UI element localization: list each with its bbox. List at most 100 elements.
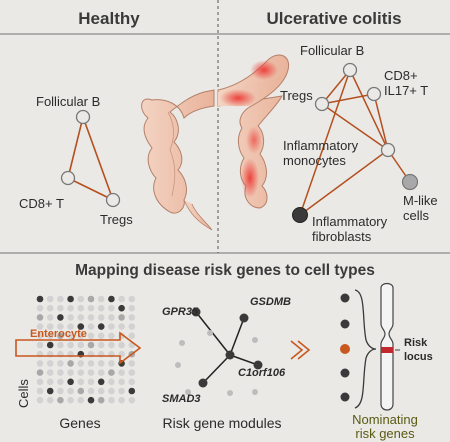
matrix-dot — [57, 396, 64, 404]
matrix-dot — [128, 378, 136, 386]
matrix-dot — [77, 323, 85, 330]
matrix-dot — [46, 314, 54, 321]
matrix-dot — [108, 378, 115, 386]
gene-smad3: SMAD3 — [162, 393, 201, 405]
matrix-dot — [36, 360, 44, 367]
matrix-dot — [57, 314, 64, 321]
matrix-dot — [77, 360, 85, 367]
node-uc-tregs — [314, 96, 330, 112]
enterocyte-arrow: Enterocyte — [15, 328, 142, 365]
matrix-dot — [77, 304, 85, 312]
node-uc-follicular-b — [342, 62, 358, 78]
label-uc-mlike-1: M-like — [403, 193, 438, 208]
matrix-dot — [118, 378, 125, 386]
matrix-dot — [36, 295, 44, 303]
chromosome — [380, 282, 400, 411]
matrix-dot — [97, 323, 105, 330]
matrix-dot — [87, 314, 95, 321]
matrix-dot — [128, 323, 136, 330]
node-gpr35 — [191, 307, 201, 317]
matrix-dot — [97, 304, 105, 312]
matrix-dot — [77, 295, 85, 303]
matrix-dot — [57, 323, 64, 330]
matrix-dot — [67, 323, 74, 330]
label-uc-cd8-1: CD8+ — [384, 68, 418, 83]
matrix-dot — [108, 304, 115, 312]
matrix-dot — [97, 369, 105, 376]
node-gsdmb — [239, 313, 249, 323]
label-uc-tregs: Tregs — [280, 88, 313, 103]
matrix-dot — [97, 378, 105, 386]
matrix-dot — [46, 396, 54, 404]
matrix-dot — [108, 396, 115, 404]
matrix-dot — [108, 360, 115, 367]
label-uc-fib-2: fibroblasts — [312, 229, 372, 244]
label-cd8-t: CD8+ T — [19, 196, 64, 211]
matrix-dot — [87, 387, 95, 395]
modules-label: Risk gene modules — [162, 415, 281, 431]
matrix-dot — [67, 396, 74, 404]
nominated-gene-dot — [340, 344, 350, 354]
mapping-title: Mapping disease risk genes to cell types — [75, 262, 375, 279]
matrix-dot — [36, 387, 44, 395]
matrix-dot — [57, 341, 64, 349]
node-uc-cd8-il17 — [366, 86, 382, 102]
node-hub — [225, 350, 235, 360]
node-uc-inflam-fib — [292, 207, 308, 223]
matrix-dot — [118, 314, 125, 321]
label-uc-mono-2: monocytes — [283, 153, 346, 168]
matrix-dot — [36, 332, 44, 340]
matrix-dot — [36, 396, 44, 404]
nominating-2: risk genes — [355, 426, 415, 441]
matrix-dot — [67, 332, 74, 340]
matrix-dot — [108, 341, 115, 349]
matrix-dot — [67, 304, 74, 312]
brace — [354, 289, 377, 409]
node-uc-m-like — [401, 173, 419, 191]
cells-axis-label: Cells — [16, 379, 31, 408]
gene-gsdmb: GSDMB — [250, 296, 291, 308]
healthy-network: Follicular B CD8+ T Tregs — [19, 94, 133, 227]
matrix-dot — [77, 341, 85, 349]
matrix-dot — [57, 304, 64, 312]
label-uc-fib-1: Inflammatory — [312, 214, 388, 229]
matrix-dot — [108, 332, 115, 340]
matrix-dot — [118, 341, 125, 349]
risk-gene-module: GPR35 GSDMB C1orf106 SMAD3 Risk gene mod… — [162, 296, 291, 431]
matrix-dot — [36, 378, 44, 386]
matrix-dot — [46, 332, 54, 340]
edge — [67, 177, 114, 201]
matrix-dot — [36, 369, 44, 376]
matrix-dot — [87, 332, 95, 340]
matrix-dot — [128, 295, 136, 303]
matrix-dot — [46, 323, 54, 330]
matrix-dot — [118, 295, 125, 303]
matrix-dot — [46, 369, 54, 376]
matrix-dot — [118, 304, 125, 312]
matrix-dot — [87, 341, 95, 349]
matrix-dot — [118, 387, 125, 395]
transition-arrow — [290, 340, 311, 360]
matrix-dot — [108, 295, 115, 303]
matrix-dot — [128, 396, 136, 404]
matrix-dot — [67, 360, 74, 367]
matrix-dot — [128, 304, 136, 312]
matrix-dot — [36, 323, 44, 330]
matrix-dot — [97, 341, 105, 349]
risk-locus-2: locus — [404, 351, 433, 363]
matrix-dot — [128, 332, 136, 340]
matrix-dot — [97, 332, 105, 340]
genes-axis-label: Genes — [59, 415, 100, 431]
matrix-dot — [97, 387, 105, 395]
matrix-dot — [97, 295, 105, 303]
uc-network: Follicular B CD8+ IL17+ T Tregs Inflamma… — [280, 43, 438, 244]
nominating-1: Nominating — [352, 412, 418, 427]
matrix-dot — [97, 360, 105, 367]
matrix-dot — [46, 378, 54, 386]
node-c1orf106 — [253, 360, 263, 370]
matrix-dot — [87, 304, 95, 312]
matrix-dot — [77, 378, 85, 386]
label-tregs: Tregs — [100, 212, 133, 227]
